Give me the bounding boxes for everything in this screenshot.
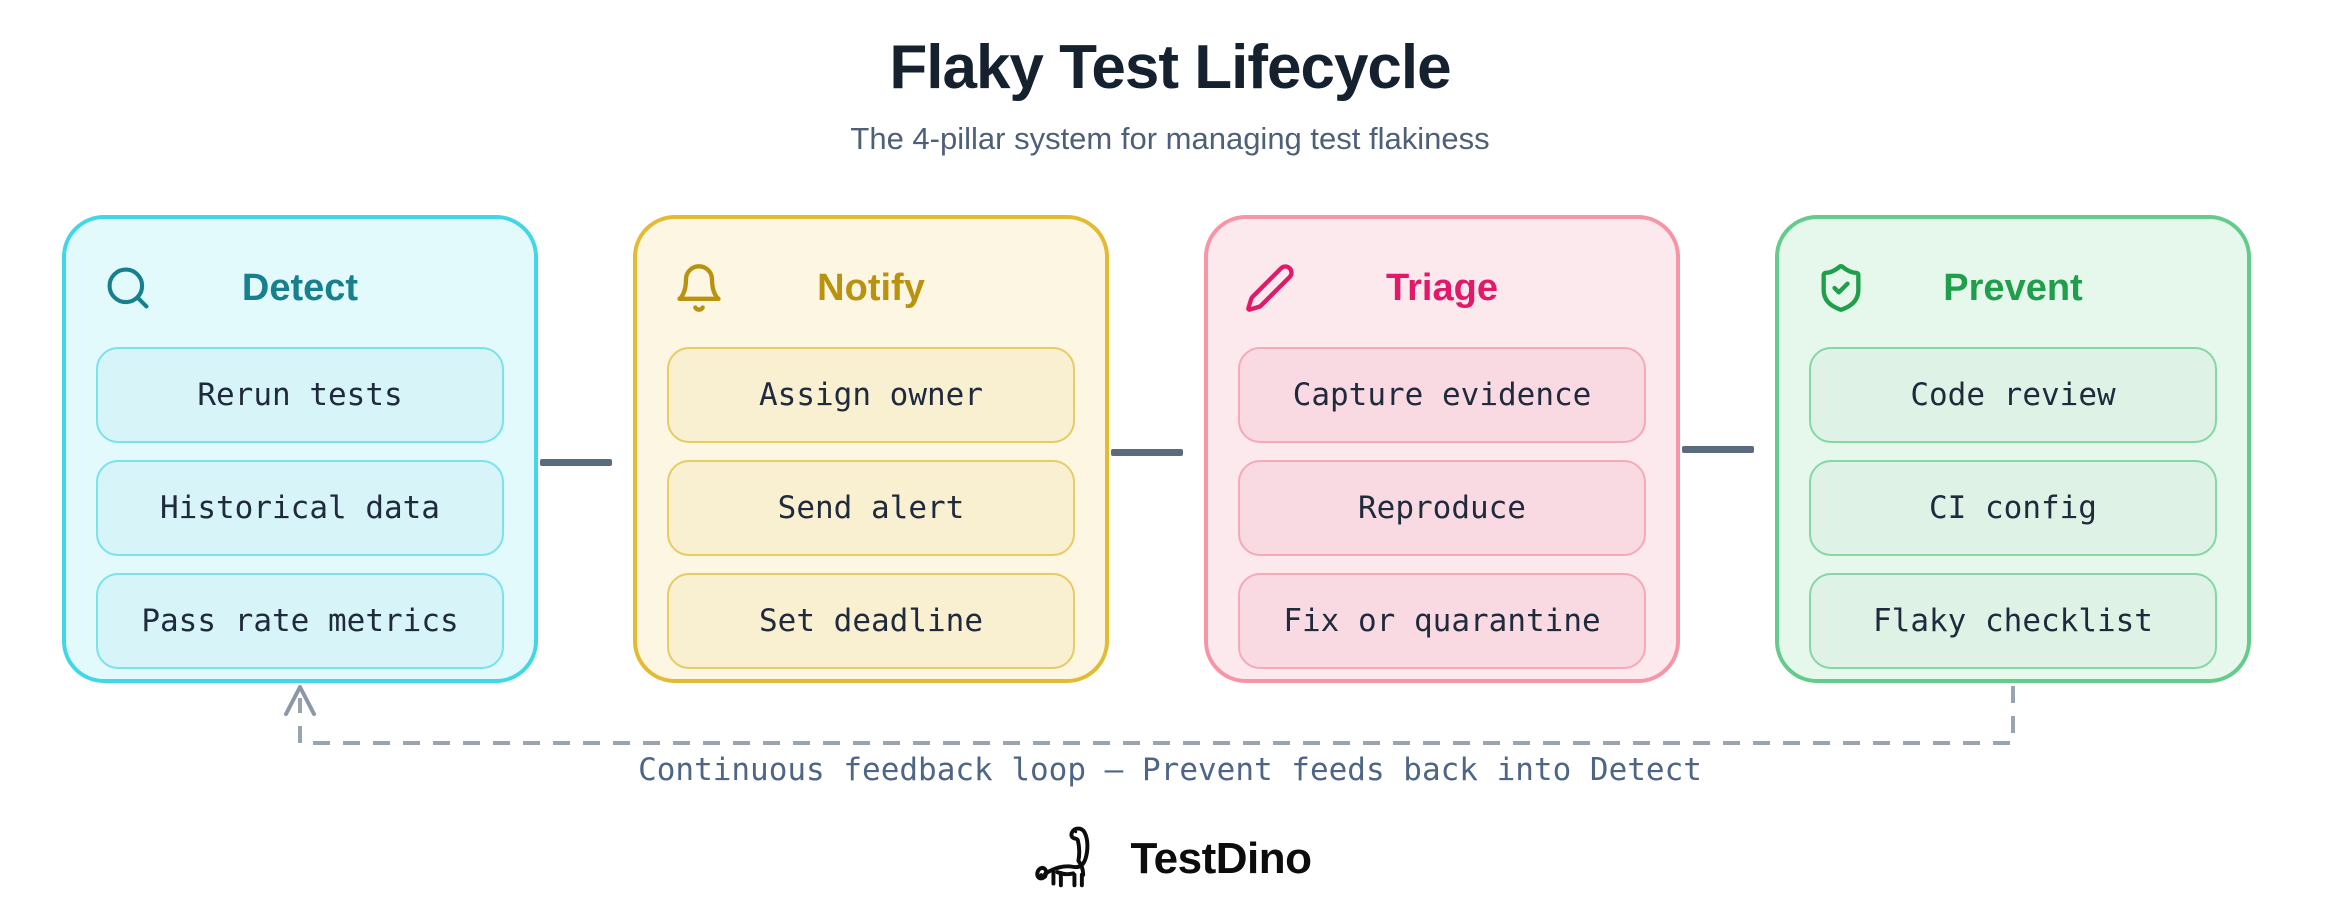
pillar-item: Code review	[1809, 347, 2217, 443]
page-subtitle: The 4-pillar system for managing test fl…	[850, 121, 1490, 156]
connector-line-detect-notify	[540, 459, 612, 466]
brand-name: TestDino	[1130, 834, 1312, 883]
pillar-item: Fix or quarantine	[1238, 573, 1646, 669]
pillar-card-prevent: Prevent Code review CI config Flaky chec…	[1775, 215, 2251, 683]
pillar-item: Reproduce	[1238, 460, 1646, 556]
pillar-title: Detect	[241, 266, 359, 309]
pillars-row: Detect Rerun tests Historical data Pass …	[62, 215, 2251, 683]
bell-icon	[673, 262, 725, 314]
feedback-loop-label: Continuous feedback loop — Prevent feeds…	[638, 752, 1702, 788]
pillar-item: Historical data	[96, 460, 504, 556]
pillar-item: Rerun tests	[96, 347, 504, 443]
pillar-card-notify: Notify Assign owner Send alert Set deadl…	[633, 215, 1109, 683]
pillar-header: Prevent	[1809, 259, 2217, 317]
pillar-item: Pass rate metrics	[96, 573, 504, 669]
pillar-header: Notify	[667, 259, 1075, 317]
pencil-icon	[1244, 262, 1296, 314]
brand-footer: TestDino	[0, 824, 2340, 894]
pillar-item: Flaky checklist	[1809, 573, 2217, 669]
pillar-header: Triage	[1238, 259, 1646, 317]
pillar-item-list: Code review CI config Flaky checklist	[1809, 347, 2217, 669]
pillar-title: Triage	[1386, 266, 1498, 309]
pillar-item-list: Assign owner Send alert Set deadline	[667, 347, 1075, 669]
pillar-card-triage: Triage Capture evidence Reproduce Fix or…	[1204, 215, 1680, 683]
connector-line-notify-triage	[1111, 449, 1183, 456]
pillar-item: Assign owner	[667, 347, 1075, 443]
connector-line-triage-prevent	[1682, 446, 1754, 453]
pillar-item: Set deadline	[667, 573, 1075, 669]
shield-check-icon	[1815, 262, 1867, 314]
pillar-title: Prevent	[1943, 266, 2083, 309]
pillar-item-list: Rerun tests Historical data Pass rate me…	[96, 347, 504, 669]
search-icon	[102, 262, 154, 314]
pillar-header: Detect	[96, 259, 504, 317]
pillar-item-list: Capture evidence Reproduce Fix or quaran…	[1238, 347, 1646, 669]
page-title: Flaky Test Lifecycle	[889, 33, 1451, 102]
dinosaur-icon	[1029, 824, 1119, 894]
pillar-item: Send alert	[667, 460, 1075, 556]
pillar-item: Capture evidence	[1238, 347, 1646, 443]
arrow-up-icon	[284, 685, 316, 716]
pillar-card-detect: Detect Rerun tests Historical data Pass …	[62, 215, 538, 683]
pillar-item: CI config	[1809, 460, 2217, 556]
pillar-title: Notify	[817, 266, 925, 309]
